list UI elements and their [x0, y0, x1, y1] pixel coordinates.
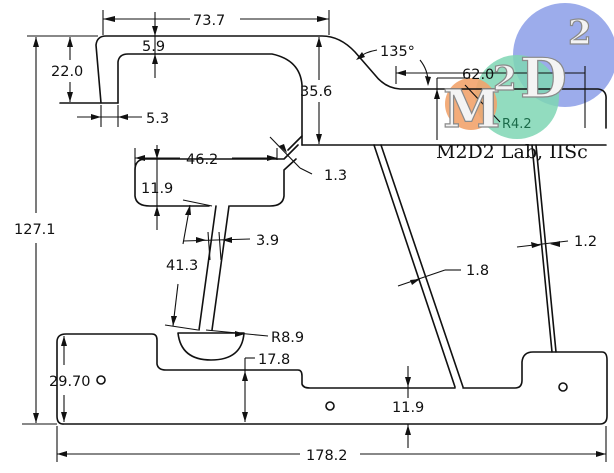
dim-top-width: 73.7 [193, 13, 225, 29]
link-left [198, 205, 217, 331]
dimension-lines [22, 10, 607, 462]
dim-arm-thickness: 11.9 [141, 181, 173, 197]
part-outline [56, 35, 608, 425]
dim-base-left-height: 29.70 [49, 374, 91, 390]
dim-hinge-thickness: 1.3 [324, 168, 347, 184]
watermark-text: M 2 D 2 M2D2 Lab, IISc [436, 12, 592, 163]
dim-link-thickness: 3.9 [256, 233, 279, 249]
dim-overall-height: 127.1 [14, 222, 56, 238]
dim-corner-radius: R4.2 [502, 117, 532, 132]
dim-link-length: 41.3 [166, 258, 198, 274]
base-outline-right [62, 351, 608, 425]
round-feature [177, 332, 245, 361]
lab-label: M2D2 Lab, IISc [436, 141, 588, 163]
logo-letter-m: M [443, 79, 501, 140]
hinge-right [229, 158, 297, 207]
dim-arm-length: 46.2 [186, 152, 218, 168]
top-hook-inner [117, 53, 303, 151]
dim-flexure-right: 1.2 [574, 234, 597, 250]
base-outline [56, 333, 456, 425]
flexure-right-right [535, 144, 557, 353]
mount-hole-right [558, 382, 568, 392]
flexure-mid-right [380, 144, 464, 388]
dim-top-thickness: 5.9 [142, 39, 165, 55]
dim-overall-width: 178.2 [306, 448, 348, 464]
link-right [211, 205, 230, 331]
mount-hole-center [325, 401, 335, 411]
flexure-mid-left [373, 144, 456, 388]
dimension-labels: 73.7 5.9 22.0 5.3 35.6 135° 62.0 R4.2 12… [14, 13, 597, 464]
top-hook-outer [95, 35, 607, 129]
dim-top-vertical: 35.6 [300, 84, 332, 100]
dim-hook-width: 5.3 [146, 111, 169, 127]
flexure-right-left [531, 144, 553, 353]
dim-right-arm-length: 62.0 [462, 67, 494, 83]
dim-hook-height: 22.0 [51, 64, 83, 80]
dim-angle: 135° [380, 44, 415, 60]
mount-hole-left [96, 375, 106, 385]
dim-base-step-height: 17.8 [258, 352, 290, 368]
dim-flexure-mid: 1.8 [466, 263, 489, 279]
dim-base-thickness: 11.9 [392, 400, 424, 416]
logo-superscript-2b: 2 [568, 13, 592, 53]
logo-letter-d: D [520, 46, 567, 110]
logo-circle-orange [445, 78, 497, 130]
logo-superscript-2a: 2 [493, 59, 517, 99]
watermark-logo [445, 3, 614, 139]
dim-round-radius: R8.9 [271, 330, 304, 346]
